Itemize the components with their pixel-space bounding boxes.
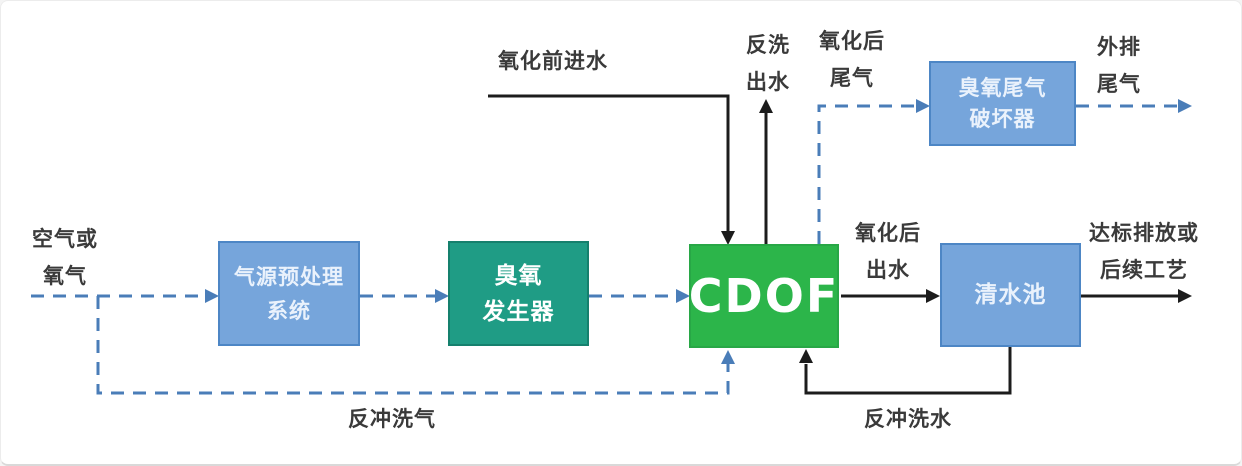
- node-ozone-generator-line1: 臭氧: [494, 262, 543, 289]
- node-cdof: CDOF: [689, 244, 839, 348]
- label-backwash-outlet: 反洗 出水: [746, 33, 790, 94]
- arrowhead-right-cdof: [676, 289, 690, 303]
- node-pretreatment-line2: 系统: [267, 298, 311, 323]
- label-external-tail-gas: 外排 尾气: [1097, 35, 1141, 96]
- arrowhead-up-backwash-outlet: [759, 99, 773, 113]
- node-ozone-destructor: 臭氧尾气 破坏器: [929, 61, 1076, 146]
- node-ozone-destructor-line2: 破坏器: [969, 106, 1036, 131]
- arrowhead-down-cdof-top: [721, 231, 735, 245]
- node-pretreatment-line1: 气源预处理: [234, 264, 344, 289]
- label-post-oxidation-tail-gas: 氧化后 尾气: [819, 29, 885, 90]
- label-air-or-oxygen: 空气或 氧气: [32, 227, 98, 288]
- label-discharge-or-next: 达标排放或 后续工艺: [1089, 221, 1199, 282]
- label-backwash-gas: 反冲洗气: [348, 407, 436, 431]
- arrowhead-right-generator: [435, 289, 449, 303]
- line-backwash-gas: [96, 296, 730, 395]
- label-post-oxidation-outlet: 氧化后 出水: [855, 221, 921, 282]
- line-pre-oxidation-inlet: [488, 94, 730, 233]
- arrowhead-right-clear-water-tank: [926, 289, 940, 303]
- node-clear-water-tank: 清水池: [940, 243, 1081, 347]
- node-ozone-destructor-line1: 臭氧尾气: [958, 75, 1047, 100]
- node-ozone-generator: 臭氧 发生器: [448, 241, 589, 346]
- label-pre-oxidation-inlet: 氧化前进水: [498, 49, 608, 73]
- arrowhead-right-pretreatment: [205, 289, 219, 303]
- arrowhead-right-external-tail-gas: [1178, 99, 1192, 113]
- line-backwash-water: [804, 347, 1012, 395]
- arrowhead-right-discharge: [1178, 289, 1192, 303]
- node-pretreatment: 气源预处理 系统: [218, 241, 360, 346]
- arrowhead-up-backwash-water: [799, 349, 813, 363]
- arrowhead-up-backwash-gas: [721, 350, 735, 364]
- line-tail-gas-to-destructor: [817, 104, 917, 244]
- label-backwash-water: 反冲洗水: [864, 407, 952, 431]
- node-clear-water-tank-label: 清水池: [974, 282, 1047, 308]
- arrowhead-right-destructor: [916, 99, 930, 113]
- node-ozone-generator-line2: 发生器: [482, 298, 555, 325]
- node-cdof-label: CDOF: [688, 269, 840, 323]
